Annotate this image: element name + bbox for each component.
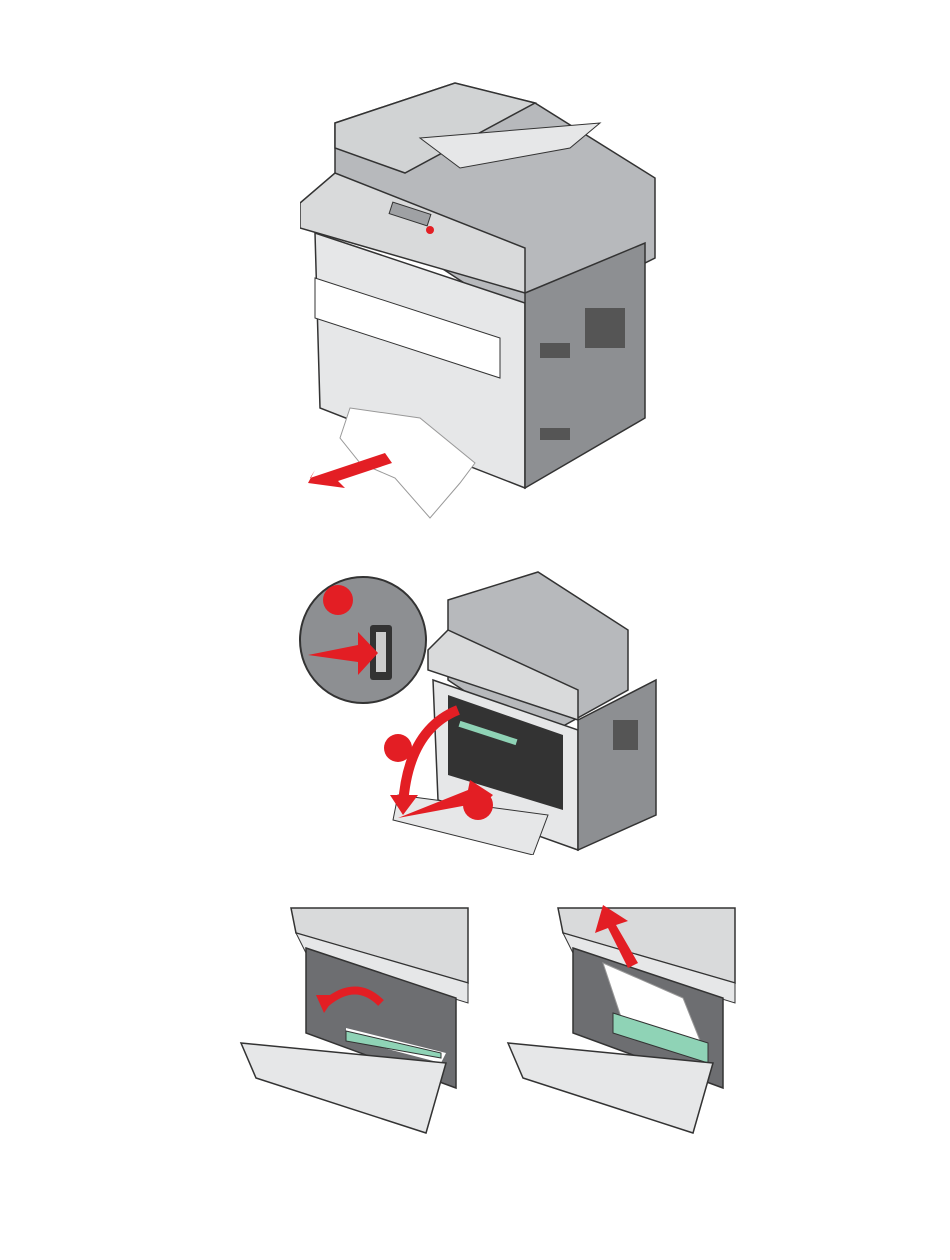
step-marker-3 (463, 790, 493, 820)
figure-lift-flap (236, 903, 472, 1138)
printer-lift-flap-icon (239, 907, 469, 1134)
pull-arrow-icon (308, 453, 392, 488)
pull-up-arrow-icon (595, 905, 638, 968)
open-door-arrow-icon (398, 705, 461, 806)
figure-pull-paper-up (503, 903, 739, 1138)
press-arrow-icon (308, 632, 378, 675)
figure-open-front-door (298, 570, 660, 855)
printer-open-front-door-icon (299, 571, 657, 855)
step-marker-2 (384, 734, 412, 762)
pull-cartridge-arrow-icon (398, 780, 493, 818)
printer-pull-paper-up-icon (506, 905, 736, 1134)
step-marker-1 (323, 585, 353, 615)
figure-paper-jam-tray (300, 78, 680, 520)
printer-paper-jam-pull-icon (300, 82, 656, 519)
